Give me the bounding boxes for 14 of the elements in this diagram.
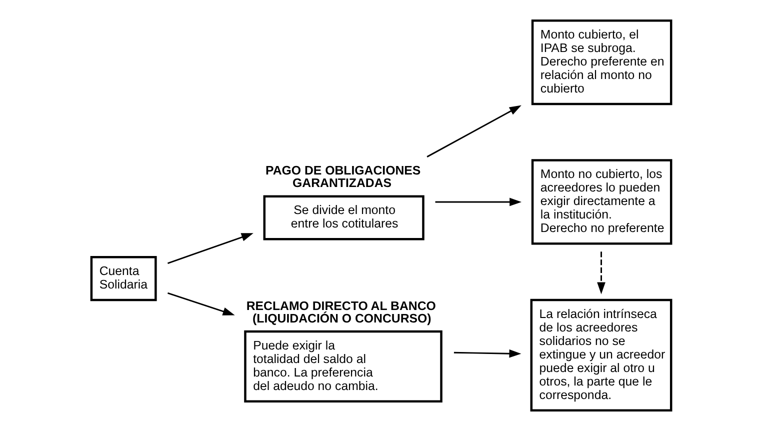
arrow	[167, 233, 254, 264]
arrow	[454, 349, 522, 358]
node-box: Puede exigir la totalidad del saldo al banco. La preferencia del adeudo no cambia.	[244, 330, 442, 403]
node-label: RECLAMO DIRECTO AL BANCO (LIQUIDACIÓN O CONCURSO)	[246, 298, 436, 326]
node-box: La relación intrínseca de los acreedores solidarios no se extingue y un acreedor puede exigir al otro u otros, la parte que le corresponda.	[530, 298, 672, 412]
node-box: Monto cubierto, el IPAB se subroga. Derecho preferente en relación al monto no cubierto	[531, 19, 672, 106]
arrow	[597, 252, 606, 294]
arrow	[168, 292, 235, 316]
arrow	[435, 198, 522, 206]
node-box: Se divide el monto entre los cotitulares	[263, 195, 424, 240]
node-box: Monto no cubierto, los acreedores lo pueden exigir directamente a la institución. Derecho no preferente	[531, 159, 672, 245]
node-label: PAGO DE OBLIGACIONES GARANTIZADAS	[266, 164, 421, 190]
node-box: Cuenta Solidaria	[90, 256, 157, 302]
arrow	[426, 105, 522, 158]
